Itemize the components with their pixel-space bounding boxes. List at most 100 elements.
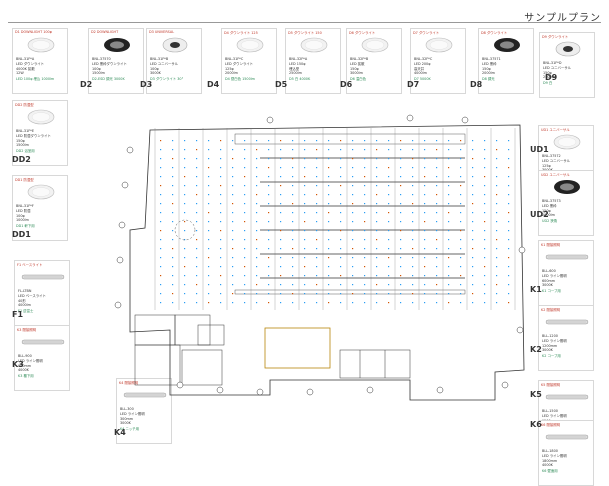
light-point — [388, 293, 390, 295]
fixture-note: D7 5000K — [414, 77, 431, 81]
light-point — [172, 185, 174, 187]
fixture-photo — [226, 36, 274, 54]
light-point — [472, 203, 474, 205]
light-point — [496, 140, 498, 142]
light-point — [364, 239, 366, 241]
light-point — [316, 194, 318, 196]
light-point — [160, 149, 162, 151]
light-point — [268, 149, 270, 151]
fixture-photo — [151, 36, 199, 54]
light-point — [448, 212, 450, 214]
light-point — [268, 230, 270, 232]
light-point — [208, 194, 210, 196]
light-point — [172, 275, 174, 277]
light-point — [436, 221, 438, 223]
fixture-spec-line: LED 防湿ダウンライト — [16, 134, 51, 138]
light-point — [220, 149, 222, 151]
light-point — [424, 302, 426, 304]
light-point — [184, 194, 186, 196]
light-point — [184, 293, 186, 295]
light-point — [436, 167, 438, 169]
light-point — [376, 284, 378, 286]
light-point — [268, 158, 270, 160]
fixture-note: DD1 軒下用 — [16, 224, 35, 228]
light-point — [508, 257, 510, 259]
light-point — [208, 185, 210, 187]
light-point — [388, 257, 390, 259]
fixture-spec-line: LED 拡散 — [350, 62, 365, 66]
column-grid — [154, 128, 516, 310]
light-point — [184, 275, 186, 277]
light-point — [364, 149, 366, 151]
light-point — [436, 275, 438, 277]
light-point — [208, 203, 210, 205]
light-point — [388, 176, 390, 178]
title-rule — [8, 22, 601, 23]
callout-marker — [501, 381, 509, 389]
light-point — [184, 203, 186, 205]
light-point — [412, 176, 414, 178]
light-point — [340, 275, 342, 277]
light-point — [340, 266, 342, 268]
light-point — [292, 230, 294, 232]
light-point — [196, 158, 198, 160]
light-point — [340, 248, 342, 250]
light-point — [244, 203, 246, 205]
fixture-model: BNL-37570 — [92, 57, 111, 61]
light-point — [232, 239, 234, 241]
light-point — [436, 212, 438, 214]
light-point — [208, 158, 210, 160]
light-point — [304, 167, 306, 169]
light-point — [172, 221, 174, 223]
light-point — [304, 221, 306, 223]
light-point — [160, 167, 162, 169]
light-point — [496, 185, 498, 187]
light-point — [232, 284, 234, 286]
light-point — [244, 239, 246, 241]
light-point — [160, 194, 162, 196]
light-point — [448, 239, 450, 241]
light-point — [304, 302, 306, 304]
light-point — [460, 140, 462, 142]
light-point — [508, 266, 510, 268]
fixture-spec-line: LED 150φ — [289, 62, 306, 66]
fixture-heading: DD2 防湿型 — [15, 103, 34, 107]
light-point — [484, 221, 486, 223]
light-point — [496, 257, 498, 259]
fixture-spec-line: 埋込型 — [289, 66, 300, 71]
light-point — [268, 293, 270, 295]
light-point — [196, 167, 198, 169]
light-point — [364, 302, 366, 304]
light-point — [244, 302, 246, 304]
fixture-note: K4 ニッチ用 — [120, 427, 140, 431]
light-point — [496, 239, 498, 241]
light-point — [388, 266, 390, 268]
light-point — [172, 266, 174, 268]
light-point — [196, 230, 198, 232]
light-point — [424, 257, 426, 259]
light-point — [484, 248, 486, 250]
light-point — [208, 212, 210, 214]
light-point — [316, 176, 318, 178]
fixture-model: BLL-1200 — [542, 334, 558, 338]
light-point — [220, 239, 222, 241]
light-point — [352, 284, 354, 286]
fixture-spec-line: LED ユニバーサル — [150, 62, 178, 66]
light-point — [400, 203, 402, 205]
callout-marker — [216, 386, 224, 394]
light-point — [160, 302, 162, 304]
light-point — [268, 302, 270, 304]
light-point — [376, 140, 378, 142]
light-point — [220, 158, 222, 160]
callout-marker — [176, 381, 184, 389]
light-point — [364, 140, 366, 142]
light-point — [292, 176, 294, 178]
light-point — [400, 257, 402, 259]
light-point — [244, 149, 246, 151]
fixture-photo — [543, 248, 591, 266]
light-point — [328, 302, 330, 304]
light-points — [160, 140, 510, 304]
light-point — [376, 302, 378, 304]
